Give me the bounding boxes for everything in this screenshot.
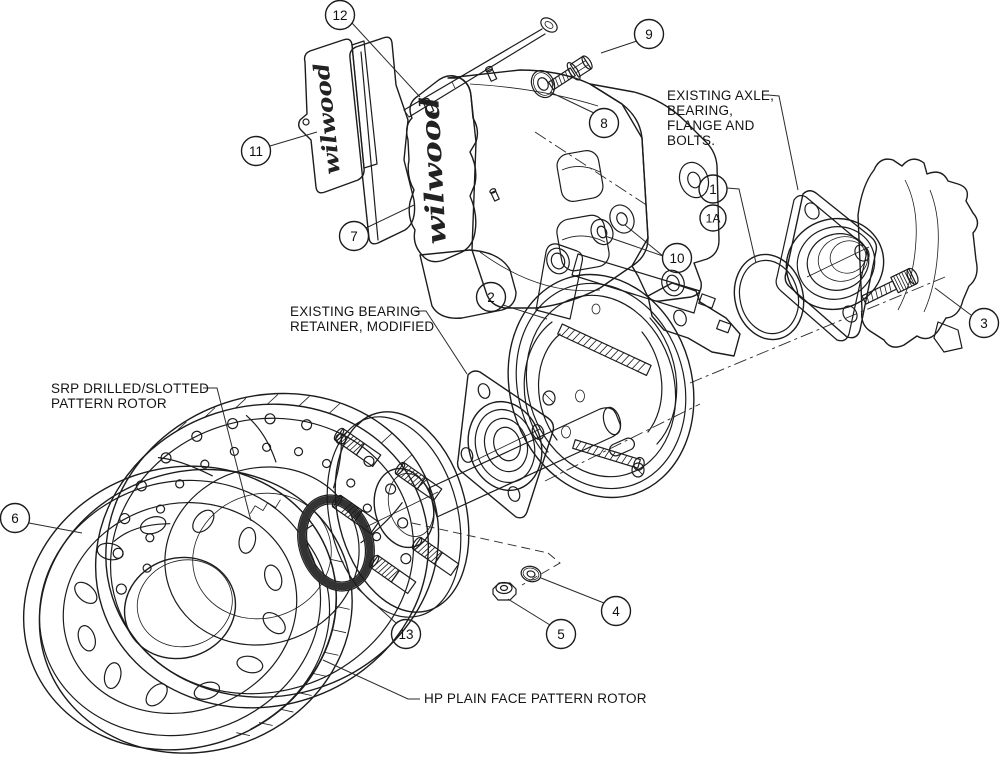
axle-hub-flange [326, 411, 470, 618]
axle-shaft [428, 406, 622, 518]
text-labels: EXISTING AXLE, BEARING, FLANGE AND BOLTS… [51, 88, 774, 706]
callout-12-number: 12 [332, 8, 347, 23]
callout-4: 4 [600, 595, 632, 627]
cotter-pin [403, 17, 558, 118]
callout-3-number: 3 [980, 316, 988, 331]
callout-2-number: 2 [487, 290, 495, 305]
svg-text:RETAINER, MODIFIED: RETAINER, MODIFIED [290, 319, 434, 334]
svg-text:BOLTS.: BOLTS. [667, 133, 715, 148]
callouts: 12 9 8 11 7 1 1A 10 [0, 0, 1000, 650]
wheel-stud [333, 427, 382, 468]
callout-5-number: 5 [557, 627, 565, 642]
svg-text:FLANGE AND: FLANGE AND [667, 118, 755, 133]
wheel-stud [368, 554, 417, 595]
bearing-retainer-plate [456, 370, 555, 519]
svg-text:SRP DRILLED/SLOTTED: SRP DRILLED/SLOTTED [51, 381, 209, 396]
wheel-stud [331, 494, 380, 535]
flat-washer-4 [520, 565, 542, 583]
bleed-screw [489, 188, 500, 202]
brake-backing-plate-assembly [507, 243, 741, 499]
callout-5: 5 [545, 618, 577, 650]
label-existing-axle: EXISTING AXLE, BEARING, FLANGE AND BOLTS… [667, 88, 774, 148]
bleed-screw [484, 65, 498, 82]
callout-13: 13 [390, 618, 422, 650]
callout-1: 1 [698, 174, 728, 204]
callout-7-number: 7 [350, 229, 358, 244]
center-lines-front [411, 131, 649, 586]
bleed-screw [421, 97, 435, 114]
center-lines [544, 276, 946, 482]
wheel-stud [411, 536, 460, 577]
pad-brand-script: wilwood [308, 61, 345, 175]
label-hp-rotor: HP PLAIN FACE PATTERN ROTOR [424, 691, 647, 706]
callout-6-number: 6 [11, 511, 19, 526]
callout-9-number: 9 [645, 27, 653, 42]
leader-lines [28, 22, 972, 700]
callout-3: 3 [968, 307, 1000, 339]
callout-11-number: 11 [249, 144, 263, 159]
callout-1a-number: 1A [706, 212, 721, 226]
callout-2: 2 [475, 281, 507, 313]
axle-o-ring [733, 253, 805, 341]
label-srp-rotor: SRP DRILLED/SLOTTED PATTERN ROTOR [51, 381, 209, 411]
rotor-o-ring [297, 494, 375, 592]
callout-8-number: 8 [600, 116, 608, 131]
svg-text:HP PLAIN FACE PATTERN ROTOR: HP PLAIN FACE PATTERN ROTOR [424, 691, 647, 706]
callout-9: 9 [633, 18, 665, 50]
return-spring [557, 323, 652, 377]
shim-washers [590, 204, 635, 246]
drilled-holes-inner [142, 442, 382, 573]
svg-text:BEARING,: BEARING, [667, 103, 733, 118]
callout-4-number: 4 [612, 604, 620, 619]
caliper-bracket [647, 282, 741, 357]
callout-7: 7 [338, 220, 370, 252]
callout-6: 6 [0, 502, 31, 534]
axle-bearing-flange [775, 190, 885, 342]
hp-plain-face-rotor [22, 465, 353, 754]
callout-8: 8 [588, 107, 620, 139]
callout-10: 10 [661, 242, 693, 274]
hex-nut [492, 581, 517, 601]
axle-housing-end [857, 158, 979, 353]
svg-text:PATTERN ROTOR: PATTERN ROTOR [51, 396, 167, 411]
socket-head-bolt [861, 267, 919, 305]
callout-1a: 1A [699, 204, 727, 232]
wilwood-caliper: wilwood [405, 65, 720, 319]
brake-pad-inboard [349, 36, 416, 245]
callout-11: 11 [240, 135, 272, 167]
callout-13-number: 13 [398, 627, 413, 642]
svg-text:EXISTING AXLE,: EXISTING AXLE, [667, 88, 774, 103]
callout-1-number: 1 [709, 182, 717, 197]
callout-12: 12 [324, 0, 356, 31]
brake-pad-outboard: wilwood [298, 38, 378, 194]
caliper-brand-script: wilwood [415, 96, 453, 245]
hat-access-holes [74, 509, 286, 707]
shoe-hold-down [542, 390, 645, 478]
label-bearing-retainer: EXISTING BEARING RETAINER, MODIFIED [290, 304, 434, 334]
callout-10-number: 10 [669, 251, 684, 266]
svg-text:EXISTING BEARING: EXISTING BEARING [290, 304, 421, 319]
